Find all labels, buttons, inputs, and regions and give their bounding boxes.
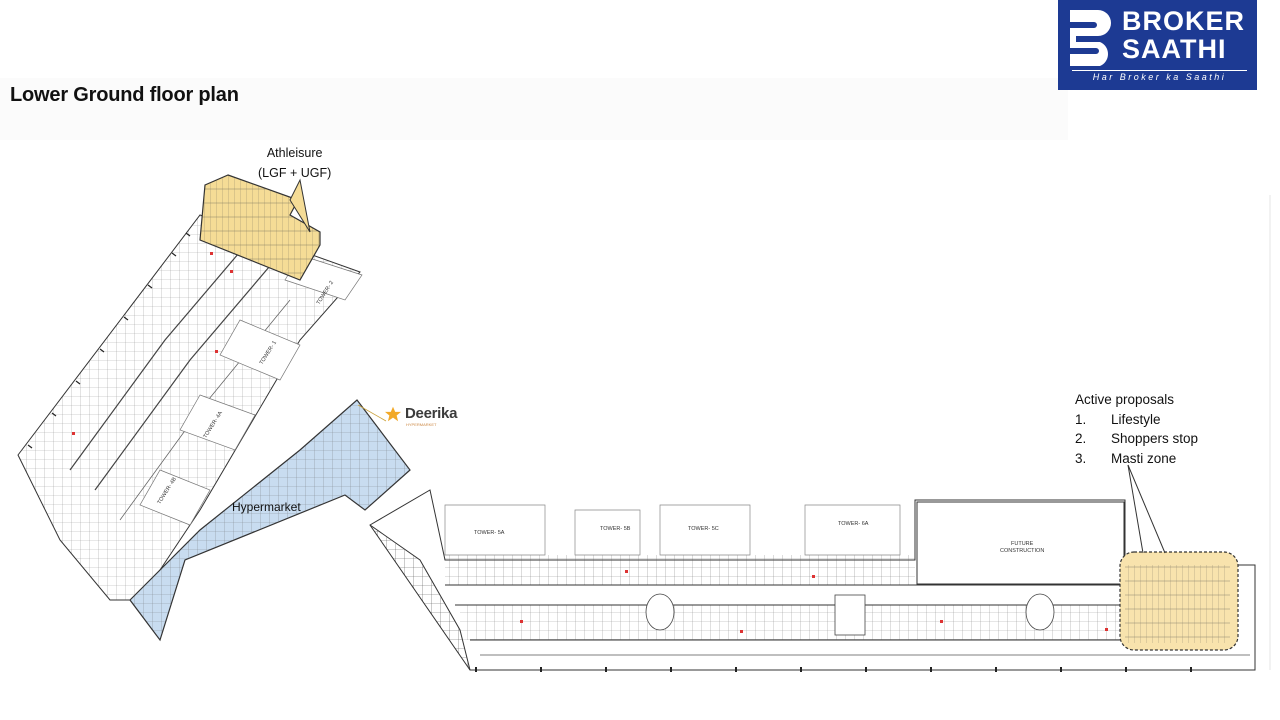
west-wing: [17, 214, 363, 601]
proposal-label: Shoppers stop: [1111, 431, 1199, 446]
deerika-label: Deerika HYPERMARKET: [384, 405, 458, 427]
tower-label: TOWER- 6A: [838, 521, 869, 527]
page-title: Lower Ground floor plan: [10, 84, 239, 106]
athleisure-label: Athleisure (LGF + UGF): [258, 143, 331, 183]
tower-label: TOWER- 5A: [474, 530, 505, 536]
logo-b-icon: [1070, 10, 1111, 66]
proposal-item: 2. Shoppers stop: [1075, 429, 1198, 449]
future-line1: FUTURE: [1011, 541, 1034, 547]
title-band: [0, 78, 1068, 140]
future-construction-label: FUTURE CONSTRUCTION: [1000, 541, 1044, 555]
broker-saathi-logo: BROKER SAATHI Har Broker ka Saathi: [1058, 0, 1257, 90]
athleisure-line2: (LGF + UGF): [258, 166, 332, 180]
proposal-label: Lifestyle: [1111, 411, 1161, 427]
east-wing: [369, 489, 1256, 672]
deerika-subtitle: HYPERMARKET: [406, 422, 437, 427]
tower-label: TOWER- 5C: [688, 526, 719, 532]
future-line2: CONSTRUCTION: [1000, 548, 1045, 554]
proposal-item: 3. Masti zone: [1075, 449, 1198, 469]
proposal-item: 1. Lifestyle: [1075, 410, 1198, 430]
athleisure-zone: [199, 174, 321, 281]
logo-tagline: Har Broker ka Saathi: [1072, 70, 1247, 84]
hypermarket-label: Hypermarket: [232, 500, 301, 514]
active-proposals-heading: Active proposals: [1075, 392, 1175, 407]
athleisure-line1: Athleisure: [266, 146, 323, 160]
deerika-name: Deerika: [405, 405, 458, 422]
active-proposals-zone: [1119, 464, 1239, 651]
proposal-num: 1.: [1075, 411, 1087, 427]
proposal-num: 2.: [1075, 431, 1087, 446]
logo-line2: SAATHI: [1122, 34, 1227, 64]
proposal-num: 3.: [1075, 450, 1087, 466]
star-icon: [385, 406, 401, 421]
logo-line1: BROKER: [1122, 6, 1246, 36]
active-proposals-list: Active proposals 1. Lifestyle 2. Shoppers …: [1075, 390, 1198, 468]
hypermarket-zone: [129, 399, 411, 642]
proposal-label: Masti zone: [1111, 450, 1177, 466]
tower-label: TOWER- 5B: [600, 526, 631, 532]
